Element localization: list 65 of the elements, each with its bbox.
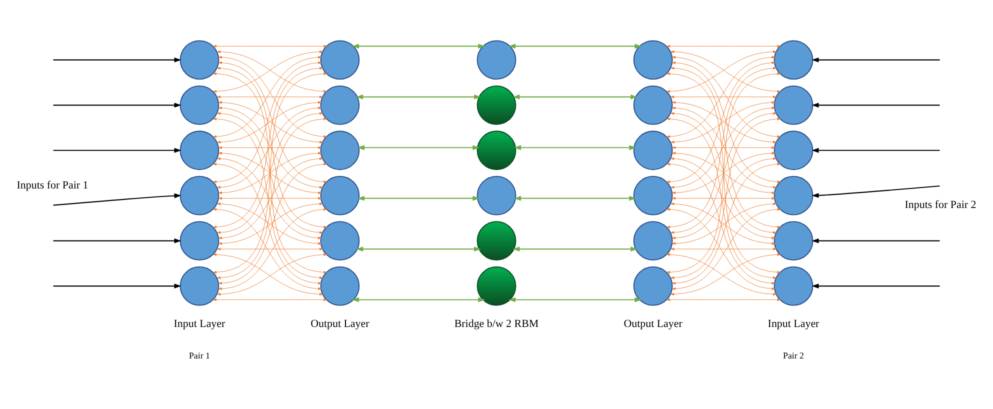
- arrow: [217, 112, 324, 234]
- arrow: [217, 96, 324, 98]
- node-circle: [180, 221, 220, 261]
- label: Inputs for Pair 2: [904, 198, 976, 211]
- label: Input Layer: [174, 318, 226, 330]
- label: Output Layer: [310, 318, 370, 330]
- arrow: [672, 197, 776, 200]
- node-circle: [476, 176, 516, 216]
- arrow: [670, 248, 777, 250]
- arrow: [512, 94, 638, 100]
- arrow: [514, 145, 636, 150]
- arrow: [53, 57, 182, 62]
- node-circle: [180, 176, 220, 216]
- arrow: [356, 94, 482, 100]
- arrow: [508, 297, 642, 302]
- arrow: [812, 57, 940, 62]
- arrow: [812, 148, 940, 153]
- label: Output Layer: [624, 318, 682, 330]
- arrow: [512, 246, 638, 252]
- arrow: [670, 112, 777, 234]
- arrow: [812, 238, 940, 244]
- arrow: [212, 44, 328, 48]
- arrow: [53, 284, 182, 288]
- arrow: [212, 298, 328, 302]
- arrow: [218, 152, 322, 194]
- arrow: [53, 238, 182, 244]
- node-circle: [180, 85, 220, 125]
- node-circle: [633, 85, 673, 125]
- arrow: [352, 44, 486, 49]
- arrow: [670, 96, 777, 98]
- arrow: [514, 196, 636, 201]
- arrow: [812, 102, 940, 108]
- arrow: [508, 44, 642, 49]
- node-circle: [633, 130, 673, 170]
- arrow: [53, 193, 182, 206]
- arrow: [666, 72, 781, 274]
- arrow: [217, 248, 324, 250]
- arrow: [356, 246, 482, 252]
- label: Pair 1: [188, 350, 210, 360]
- arrow: [357, 145, 480, 150]
- label: Bridge b/w 2 RBM: [454, 318, 539, 330]
- label: Input Layer: [768, 318, 820, 330]
- arrow: [357, 196, 480, 201]
- arrow: [218, 197, 322, 200]
- node-circle: [476, 221, 516, 261]
- node-circle: [633, 221, 673, 261]
- node-circle: [180, 40, 220, 80]
- arrow: [212, 72, 328, 274]
- node-circle: [476, 85, 516, 125]
- arrow: [53, 102, 182, 108]
- arrow: [812, 284, 940, 288]
- node-circle: [476, 130, 516, 170]
- arrow: [672, 152, 776, 194]
- arrow: [666, 298, 781, 302]
- arrow: [666, 44, 781, 48]
- arrow: [672, 146, 776, 149]
- label: Inputs for Pair 1: [16, 180, 88, 192]
- arrow: [352, 297, 486, 302]
- node-circle: [180, 130, 220, 170]
- label: Pair 2: [783, 350, 804, 360]
- arrow: [53, 148, 182, 153]
- node-circle: [180, 266, 220, 306]
- arrow: [812, 185, 940, 198]
- node-circle: [633, 176, 673, 216]
- arrow: [218, 146, 322, 149]
